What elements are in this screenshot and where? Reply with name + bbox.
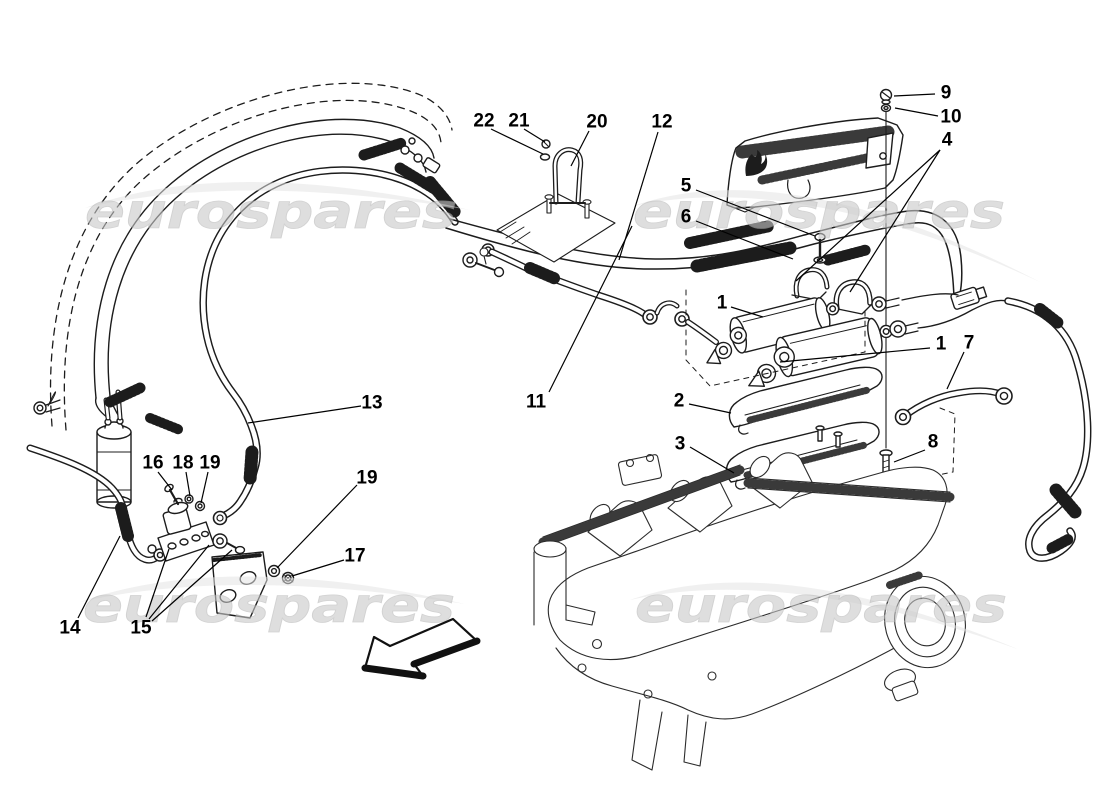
watermark-text: eurospares (635, 578, 1007, 634)
fasteners-16-18-19 (164, 483, 206, 512)
hose-braid-fittings (358, 137, 461, 218)
fuel-pump-2 (748, 317, 893, 387)
pipe-clamps (791, 232, 873, 315)
callout-leader-4 (849, 149, 941, 293)
nut-10 (880, 103, 892, 113)
callout-11: 11 (526, 392, 547, 413)
heat-shield-2 (728, 366, 883, 435)
callout-leader-7 (946, 351, 965, 390)
callout-leader-15 (148, 544, 210, 620)
watermark-text: eurospares (83, 578, 455, 634)
prancing-horse-logo (745, 150, 768, 176)
watermark-swoosh (633, 190, 1040, 282)
callout-leader-12 (618, 131, 659, 261)
retainer-bracket (539, 139, 586, 205)
right-long-hose (1004, 297, 1092, 562)
callout-12: 12 (651, 112, 672, 133)
callout-leader-21 (523, 128, 546, 143)
callout-leader-10 (894, 107, 939, 117)
callout-leader-19 (276, 484, 358, 569)
callout-15: 15 (130, 618, 152, 639)
callout-7: 7 (964, 333, 975, 354)
callout-leader-22 (490, 128, 544, 155)
callout-6: 6 (681, 207, 692, 228)
washer-19a (194, 500, 206, 512)
callout-18: 18 (172, 453, 193, 474)
hose-7 (894, 387, 1013, 478)
bolt-16 (164, 483, 174, 493)
callout-5: 5 (681, 176, 692, 197)
callout-8: 8 (928, 432, 939, 453)
pump-unions (871, 286, 1007, 338)
direction-arrow (361, 617, 481, 680)
callout-14: 14 (59, 618, 81, 639)
callout-leader-3 (689, 446, 735, 474)
engine-cover (726, 117, 904, 213)
watermark-swoosh (630, 582, 1020, 650)
callout-19: 19 (199, 453, 220, 474)
callout-21: 21 (508, 111, 530, 132)
callout-leader-13 (247, 405, 362, 424)
hose-loop-dashed (49, 82, 453, 431)
callout-leader-1 (730, 306, 764, 318)
callout-leader-14 (77, 535, 121, 619)
callout-1: 1 (717, 293, 728, 314)
callout-22: 22 (473, 111, 494, 132)
callout-10: 10 (940, 107, 961, 128)
cover-stud (879, 88, 893, 495)
washer-18 (184, 494, 194, 504)
callout-leader-6 (695, 220, 794, 260)
callout-leader-15 (151, 549, 233, 622)
throttle-body (884, 571, 966, 702)
callout-4: 4 (942, 130, 953, 151)
callout-19: 19 (356, 468, 377, 489)
support-plate (479, 193, 616, 265)
callout-leader-4 (795, 149, 941, 282)
callout-17: 17 (344, 546, 365, 567)
fuel-pump-1 (706, 297, 840, 365)
callout-leader-18 (185, 471, 191, 497)
hose-loop-mid (93, 118, 435, 419)
receiver-drier (96, 382, 185, 509)
hose-loop-inner (199, 166, 459, 526)
pump-feed-hose (462, 243, 719, 345)
pump-bracket-outline (685, 289, 866, 387)
callout-leader-8 (893, 449, 926, 463)
callout-2: 2 (674, 391, 685, 412)
callout-3: 3 (675, 434, 686, 455)
callout-leader-20 (570, 130, 590, 167)
washer-22 (539, 153, 551, 161)
valve-block (147, 497, 246, 562)
callout-leader-9 (893, 93, 936, 97)
callout-leader-19 (200, 471, 209, 504)
callout-leader-5 (695, 189, 816, 237)
intake-manifold (533, 452, 966, 771)
watermark-text: eurospares (85, 184, 457, 240)
callout-leader-16 (157, 471, 173, 491)
watermark-text: eurospares (633, 184, 1005, 240)
callout-leader-17 (291, 559, 345, 577)
watermark-swoosh (80, 576, 465, 604)
watermark: eurospares eurospares eurospares eurospares (80, 181, 1040, 650)
callout-leader-2 (688, 403, 732, 414)
watermark-swoosh (85, 181, 470, 210)
callout-16: 16 (142, 453, 163, 474)
callout-1: 1 (936, 334, 947, 355)
left-fitting (33, 391, 61, 415)
callout-leader-15 (145, 548, 170, 618)
drier-outlet-hose (26, 444, 167, 564)
callout-leader-1 (779, 347, 931, 363)
callout-9: 9 (941, 83, 952, 104)
washer-19b (267, 564, 281, 578)
callout-13: 13 (361, 393, 382, 414)
callout-leader-11 (548, 225, 633, 393)
callout-20: 20 (586, 112, 607, 133)
